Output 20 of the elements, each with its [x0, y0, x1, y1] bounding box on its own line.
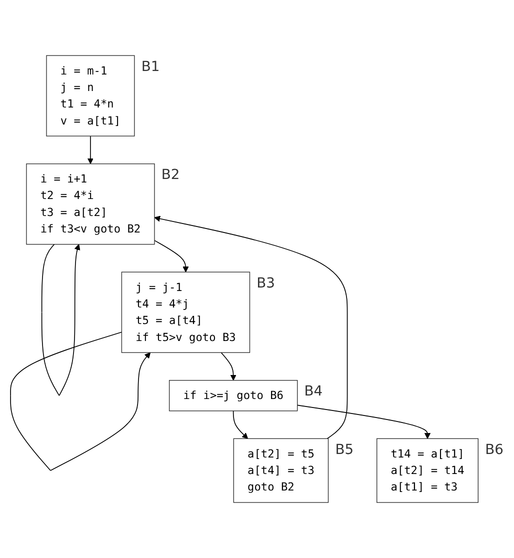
- arrow: [232, 410, 248, 439]
- arrow: [220, 352, 236, 381]
- node-box: t14 = a[t1] a[t2] = t14 a[t1] = t3: [376, 438, 478, 503]
- node-box: if i>=j goto B6: [168, 380, 298, 412]
- block-label: B2: [161, 167, 180, 184]
- arrow: [41, 244, 80, 396]
- arrow: [296, 404, 431, 439]
- arrow: [154, 240, 189, 272]
- block-label: B6: [485, 442, 504, 458]
- block-label: B3: [256, 275, 275, 292]
- node-box: a[t2] = t5 a[t4] = t3 goto B2: [233, 438, 329, 503]
- node-box: j = j-1 t4 = 4*j t5 = a[t4] if t5>v goto B3: [121, 272, 250, 353]
- block-label: B5: [335, 442, 354, 458]
- arrow: [10, 332, 151, 471]
- arrow: [154, 216, 348, 440]
- node-box: i = m-1 j = n t1 = 4*n v = a[t1]: [46, 55, 135, 136]
- block-label: B4: [304, 384, 323, 400]
- node-box: i = i+1 t2 = 4*i t3 = a[t2] if t3<v goto B2: [26, 163, 155, 245]
- block-label: B1: [141, 58, 160, 75]
- arrow: [87, 136, 94, 164]
